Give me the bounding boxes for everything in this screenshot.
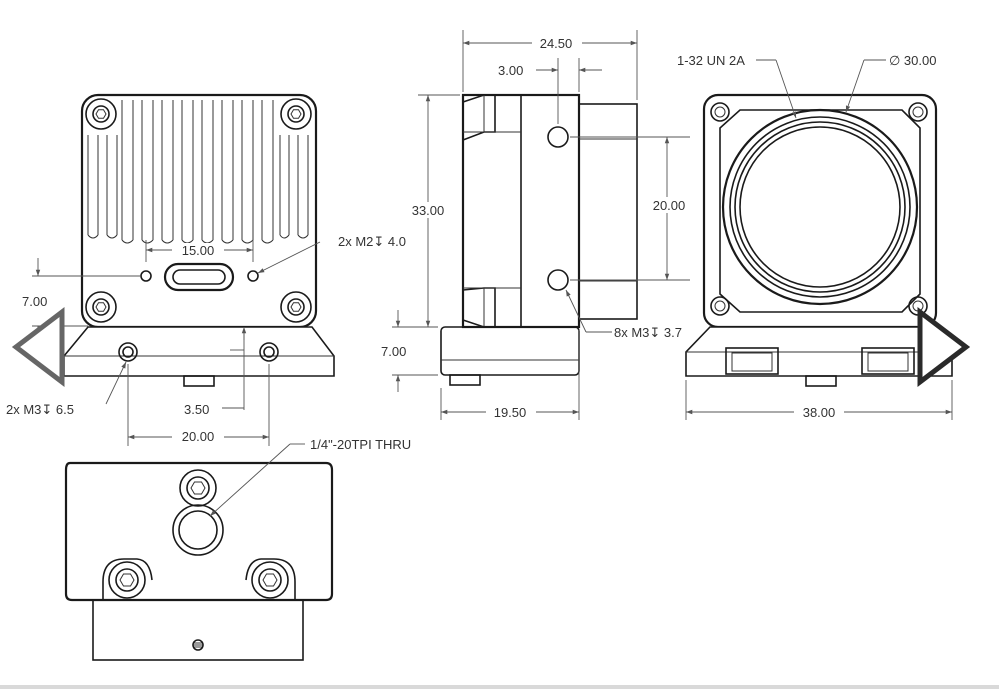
dim-base-hole-spacing: 20.00 bbox=[182, 429, 215, 444]
dim-base-offset: 3.50 bbox=[184, 402, 209, 417]
prev-image-button[interactable] bbox=[8, 300, 70, 390]
front-view: 15.00 2x M2↧ 4.0 7.00 2x M3↧ 6.5 3.50 20… bbox=[6, 93, 406, 446]
side-view: 24.50 3.00 33.00 20.00 7.00 19.50 8x M3↧… bbox=[381, 30, 696, 420]
dim-front-mount-holes: 2x M2↧ 4.0 bbox=[338, 234, 406, 249]
dim-side-hole-spacing: 20.00 bbox=[653, 198, 686, 213]
usb-c-port bbox=[163, 262, 235, 292]
corner-screw bbox=[280, 291, 312, 323]
front-base bbox=[63, 326, 335, 377]
dim-side-depth: 24.50 bbox=[540, 36, 573, 51]
bottom-edge-bar bbox=[0, 685, 999, 689]
dim-base-height-left: 7.00 bbox=[22, 294, 47, 309]
tripod-hole bbox=[172, 504, 224, 556]
corner-screw bbox=[85, 98, 117, 130]
dim-rear-width: 38.00 bbox=[803, 405, 836, 420]
heatsink-fins bbox=[87, 100, 309, 244]
next-image-button[interactable] bbox=[912, 300, 974, 390]
chevron-left-icon bbox=[11, 306, 65, 388]
dim-base-holes: 2x M3↧ 6.5 bbox=[6, 402, 74, 417]
dim-front-hole-spacing: 15.00 bbox=[182, 243, 215, 258]
dim-lens-diameter: ∅ 30.00 bbox=[889, 53, 936, 68]
dim-side-base-depth: 19.50 bbox=[494, 405, 527, 420]
dim-side-holes: 8x M3↧ 3.7 bbox=[614, 325, 682, 340]
bottom-view: 1/4"-20TPI THRU bbox=[64, 437, 411, 661]
dim-side-height: 33.00 bbox=[412, 203, 445, 218]
dim-tripod-thread: 1/4"-20TPI THRU bbox=[310, 437, 411, 452]
rear-view: 1-32 UN 2A ∅ 30.00 38.00 bbox=[677, 53, 953, 420]
chevron-right-icon bbox=[917, 306, 971, 388]
corner-screw bbox=[280, 98, 312, 130]
dim-side-base-height: 7.00 bbox=[381, 344, 406, 359]
dim-side-hole-offset: 3.00 bbox=[498, 63, 523, 78]
lens-mount bbox=[721, 108, 919, 306]
dim-lens-thread: 1-32 UN 2A bbox=[677, 53, 745, 68]
corner-screw bbox=[85, 291, 117, 323]
